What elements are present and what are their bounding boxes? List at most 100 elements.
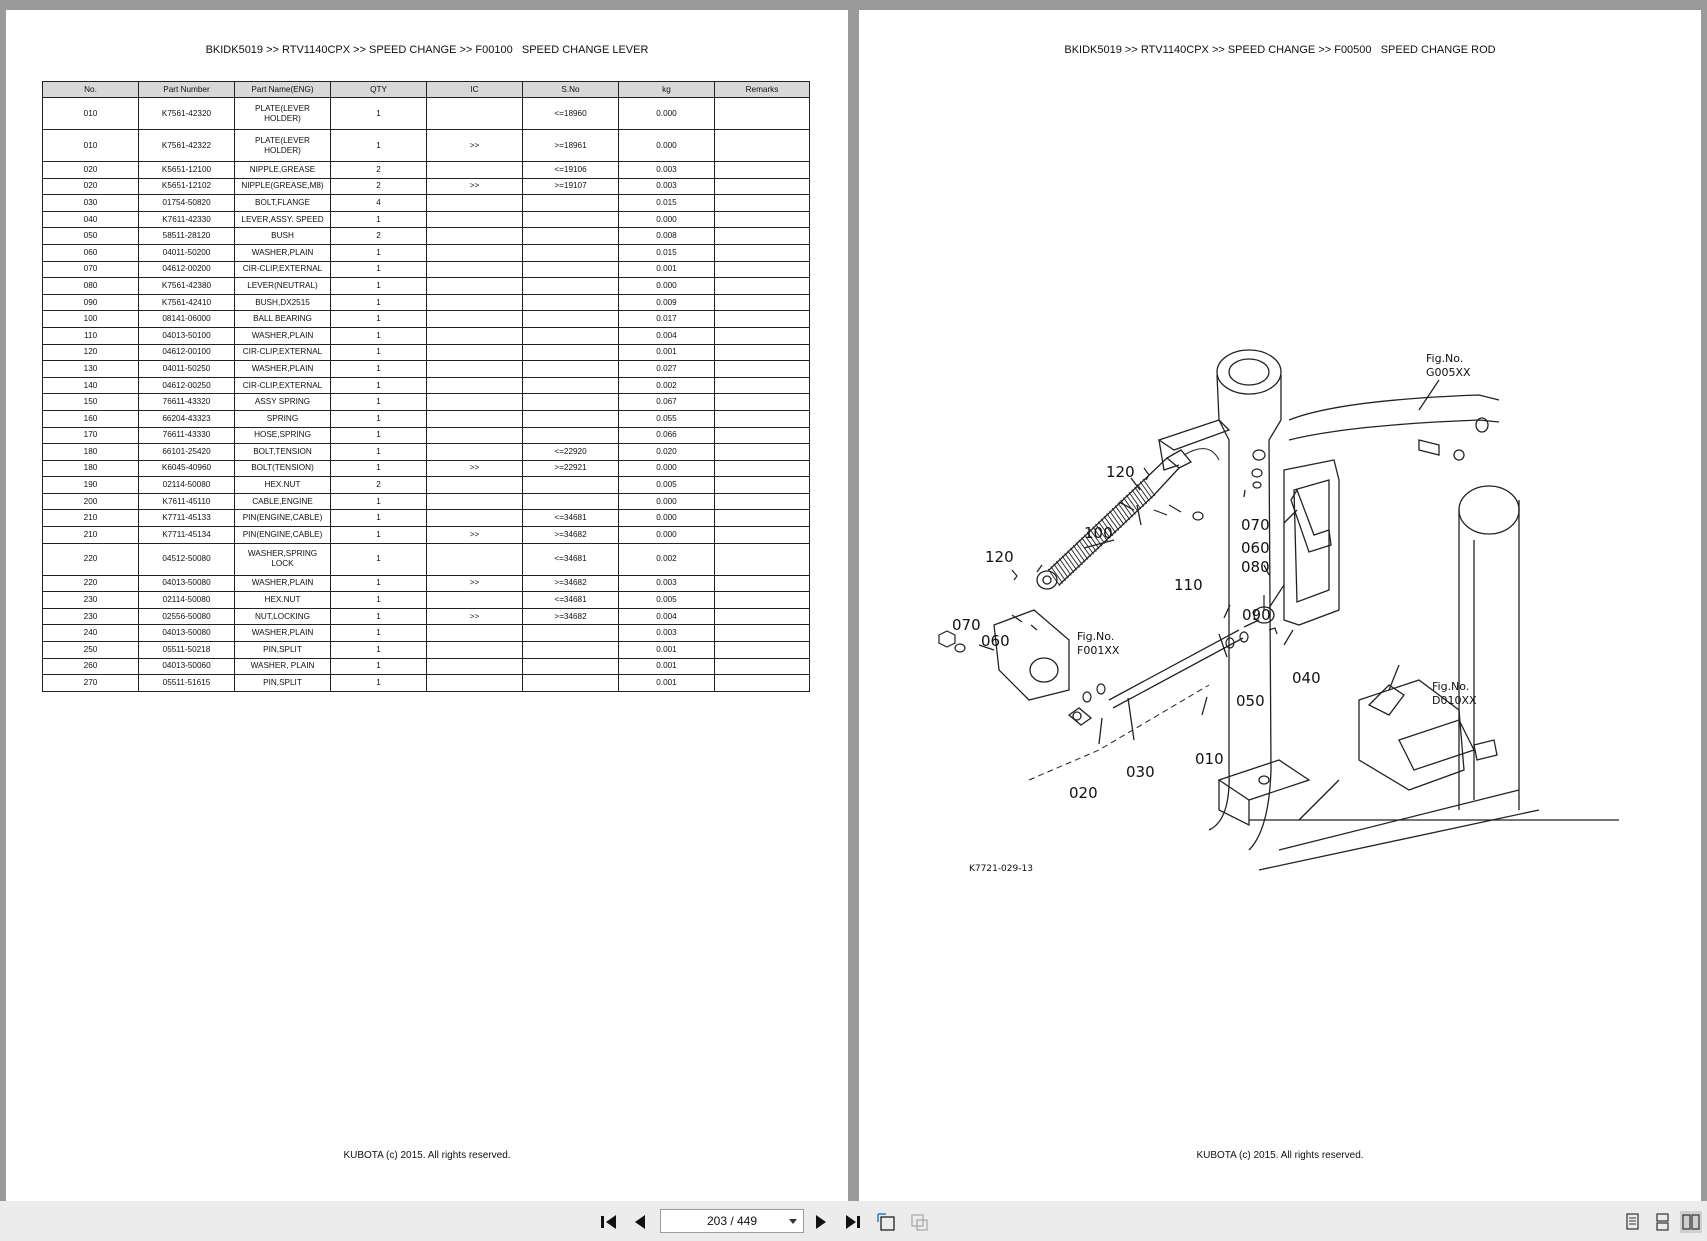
cell-qty: 1: [330, 459, 427, 478]
cell-sno: [522, 674, 619, 692]
cell-no: 190: [42, 476, 139, 494]
spring-coil: [1053, 563, 1066, 581]
cell-ic: [426, 393, 523, 411]
cell-no: 230: [42, 591, 139, 609]
cell-kg: 0.000: [618, 129, 715, 162]
fig-ref-f001-label: Fig.No.: [1077, 630, 1114, 643]
single-page-view-button[interactable]: [1622, 1211, 1644, 1233]
callout-040: 040: [1292, 669, 1321, 687]
cell-no: 010: [42, 129, 139, 162]
cell-kg: 0.008: [618, 227, 715, 245]
cell-kg: 0.004: [618, 326, 715, 345]
cell-qty: 1: [330, 574, 427, 593]
cell-ic: [426, 674, 523, 692]
cell-qty: 1: [330, 310, 427, 328]
spring-coil: [1117, 502, 1131, 521]
page-indicator[interactable]: 203 / 449: [660, 1209, 804, 1233]
drawing-id: K7721-029-13: [969, 864, 1033, 874]
cell-remarks: [714, 657, 810, 676]
cell-part: 58511-28120: [138, 227, 235, 245]
cell-qty: 1: [330, 343, 427, 362]
callout-120-left: 120: [985, 548, 1014, 566]
cell-ic: [426, 509, 523, 528]
cell-part: K7561-42322: [138, 129, 235, 162]
cell-qty: 1: [330, 409, 427, 428]
cell-ic: [426, 293, 523, 312]
left-breadcrumb: BKIDK5019 >> RTV1140CPX >> SPEED CHANGE …: [205, 44, 649, 56]
cell-name: WASHER,PLAIN: [234, 326, 331, 345]
cell-qty: 1: [330, 542, 427, 576]
cell-qty: 2: [330, 161, 427, 179]
cell-no: 090: [42, 293, 139, 312]
cell-sno: <=34681: [522, 542, 619, 576]
cell-sno: <=19106: [522, 161, 619, 179]
cell-ic: [426, 443, 523, 461]
continuous-view-button[interactable]: [1652, 1211, 1674, 1233]
callout-100: 100: [1084, 524, 1113, 542]
cell-sno: [522, 260, 619, 279]
cell-no: 080: [42, 277, 139, 295]
cell-sno: <=34681: [522, 509, 619, 528]
cell-remarks: [714, 426, 810, 445]
cell-kg: 0.009: [618, 293, 715, 312]
last-page-button[interactable]: [842, 1211, 864, 1233]
spring-coil: [1083, 534, 1097, 552]
cell-ic: [426, 343, 523, 362]
cell-name: LEVER(NEUTRAL): [234, 277, 331, 295]
cell-no: 010: [42, 97, 139, 130]
next-page-button[interactable]: [810, 1211, 832, 1233]
cell-no: 200: [42, 492, 139, 511]
first-page-button[interactable]: [598, 1211, 620, 1233]
cell-name: BUSH: [234, 227, 331, 245]
spring-coil: [1103, 515, 1117, 534]
cell-sno: [522, 624, 619, 643]
cell-kg: 0.066: [618, 426, 715, 445]
cell-sno: <=34681: [522, 591, 619, 609]
cell-kg: 0.003: [618, 624, 715, 643]
spring-coil: [1123, 497, 1136, 515]
cell-no: 040: [42, 210, 139, 229]
cell-part: 02114-50080: [138, 476, 235, 494]
spring-coil: [1100, 518, 1114, 536]
spring-coil: [1056, 560, 1069, 579]
cell-ic: [426, 227, 523, 245]
fit-width-button[interactable]: [908, 1211, 930, 1233]
cell-remarks: [714, 641, 810, 659]
cell-remarks: [714, 492, 810, 511]
cell-sno: [522, 293, 619, 312]
cell-part: 05511-50218: [138, 641, 235, 659]
cell-remarks: [714, 210, 810, 229]
cell-part: 04011-50200: [138, 243, 235, 262]
cell-name: BALL BEARING: [234, 310, 331, 328]
cell-part: 05511-51615: [138, 674, 235, 692]
fit-page-button[interactable]: [875, 1211, 897, 1233]
cell-kg: 0.003: [618, 161, 715, 179]
two-page-view-button[interactable]: [1680, 1211, 1702, 1233]
cell-qty: 1: [330, 657, 427, 676]
callout-080: 080: [1241, 558, 1270, 576]
cell-name: WASHER, PLAIN: [234, 657, 331, 676]
cell-name: CIR-CLIP,EXTERNAL: [234, 343, 331, 362]
cell-kg: 0.002: [618, 542, 715, 576]
column-header: No.: [42, 81, 139, 98]
column-header: Part Name(ENG): [234, 81, 331, 98]
right-footer: KUBOTA (c) 2015. All rights reserved.: [1196, 1150, 1364, 1161]
previous-page-button[interactable]: [629, 1211, 651, 1233]
previous-page-icon: [635, 1215, 645, 1229]
cell-ic: >>: [426, 607, 523, 626]
spring-coil: [1120, 499, 1134, 518]
